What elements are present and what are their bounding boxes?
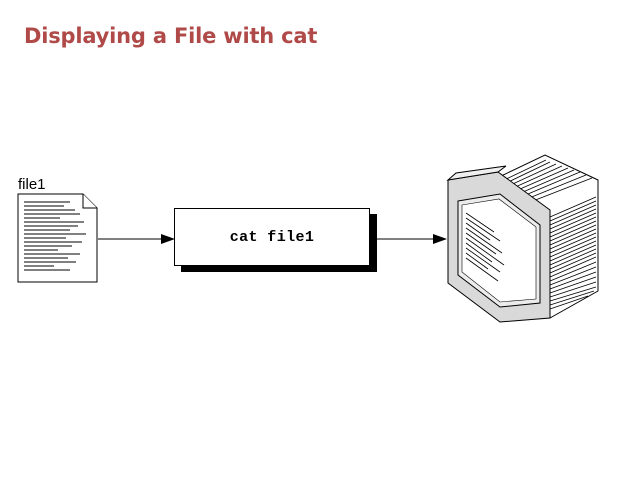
- slide-title: Displaying a File with cat: [24, 24, 318, 48]
- document-icon: [17, 193, 98, 283]
- monitor-icon: [446, 154, 599, 323]
- file-label: file1: [18, 176, 46, 193]
- command-box: cat file1: [174, 208, 370, 266]
- command-text: cat file1: [229, 228, 315, 246]
